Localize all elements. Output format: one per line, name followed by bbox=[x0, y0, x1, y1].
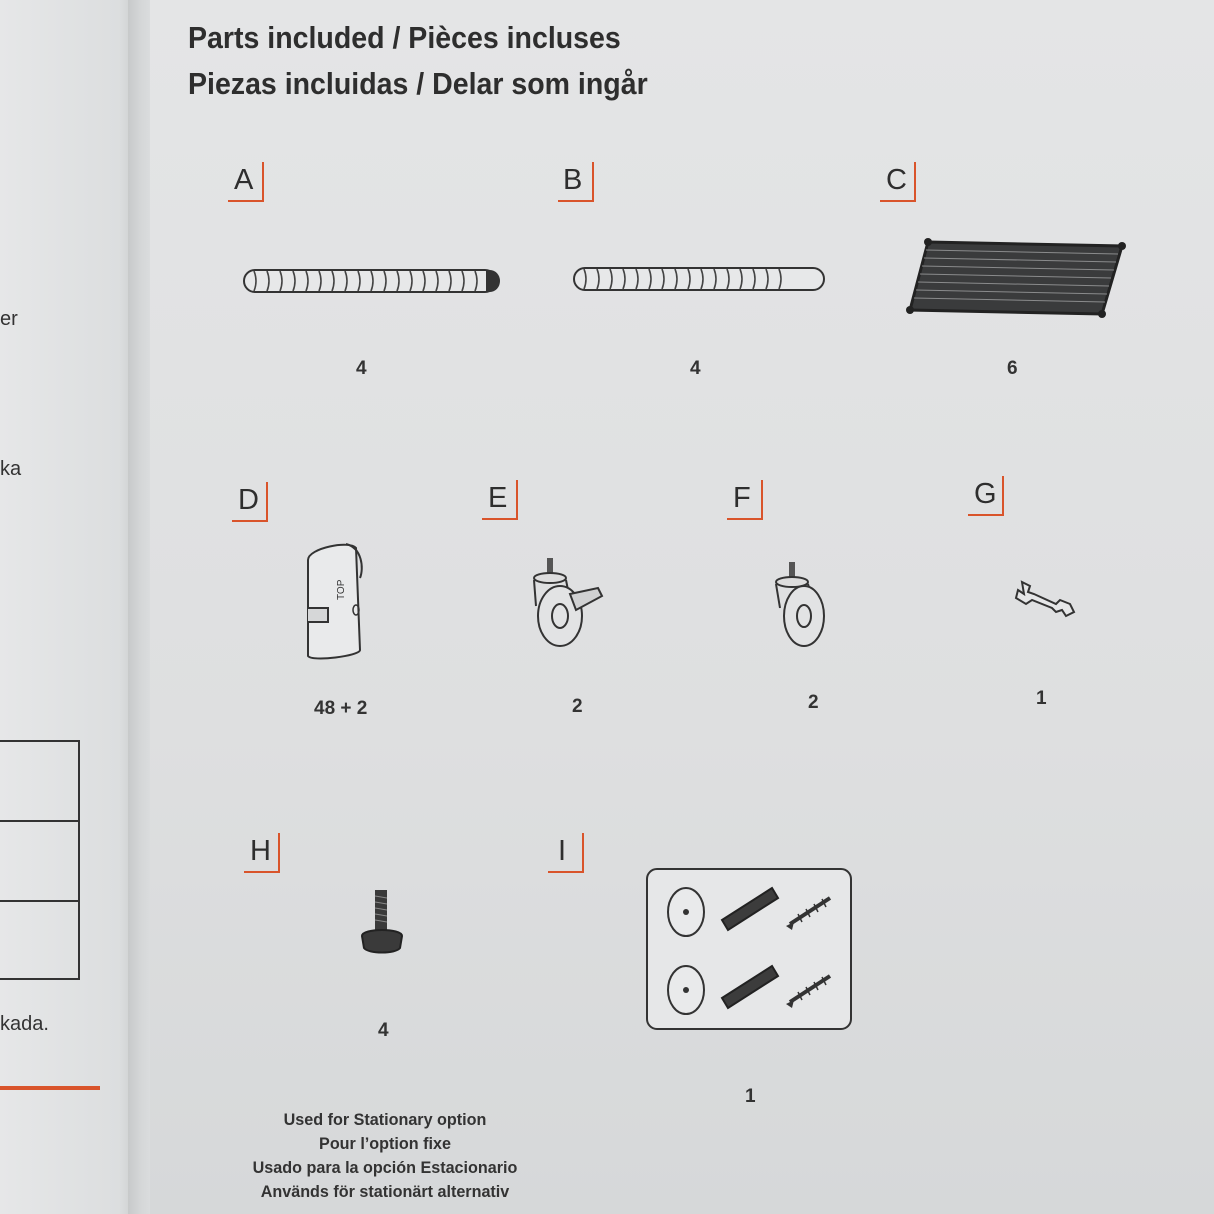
stationary-option-note: Used for Stationary option Pour l’option… bbox=[219, 1108, 552, 1204]
wire-shelf-icon bbox=[906, 238, 1126, 318]
part-bracket-e bbox=[482, 480, 518, 520]
part-label-h: H bbox=[250, 835, 271, 867]
part-qty-a: 4 bbox=[356, 358, 367, 379]
left-accent-rule bbox=[0, 1086, 100, 1090]
part-qty-e: 2 bbox=[572, 696, 583, 717]
left-table bbox=[0, 740, 80, 980]
sleeve-clip-icon: TOP bbox=[307, 543, 363, 660]
part-label-f: F bbox=[733, 482, 751, 514]
part-qty-g: 1 bbox=[1036, 688, 1047, 709]
part-label-c: C bbox=[886, 164, 907, 196]
left-fragment-3: kada. bbox=[0, 1013, 49, 1035]
note-line-fr: Pour l’option fixe bbox=[319, 1134, 451, 1153]
part-qty-c: 6 bbox=[1007, 358, 1018, 379]
part-bracket-d bbox=[232, 482, 268, 522]
part-label-i: I bbox=[558, 835, 567, 867]
wrench-icon bbox=[1014, 580, 1076, 618]
page-title-line2: Piezas incluidas / Delar som ingår bbox=[188, 66, 648, 101]
part-bracket-h bbox=[244, 833, 280, 873]
wall-mount-kit-icon bbox=[646, 868, 852, 1030]
leveling-foot-icon bbox=[360, 890, 404, 954]
part-bracket-a bbox=[228, 162, 264, 202]
part-bracket-c bbox=[880, 162, 916, 202]
left-fragment-2: ka bbox=[0, 458, 22, 480]
caster-icon bbox=[775, 562, 825, 647]
part-qty-h: 4 bbox=[378, 1020, 389, 1041]
page-title-line1: Parts included / Pièces incluses bbox=[188, 20, 621, 55]
clip-top-marking: TOP bbox=[336, 579, 347, 600]
note-line-es: Usado para la opción Estacionario bbox=[252, 1158, 518, 1177]
left-page: er ka kada. bbox=[0, 0, 140, 1214]
locking-caster-icon bbox=[533, 558, 604, 647]
part-qty-f: 2 bbox=[808, 692, 819, 713]
part-label-d: D bbox=[238, 484, 259, 516]
part-bracket-f bbox=[727, 480, 763, 520]
part-bracket-i bbox=[548, 833, 584, 873]
note-line-en: Used for Stationary option bbox=[283, 1110, 487, 1129]
part-label-b: B bbox=[563, 164, 583, 196]
part-qty-b: 4 bbox=[690, 358, 701, 379]
part-label-g: G bbox=[974, 478, 997, 510]
note-line-sv: Används för stationärt alternativ bbox=[260, 1182, 510, 1201]
part-label-e: E bbox=[488, 482, 508, 514]
pole-icon bbox=[243, 269, 500, 293]
pole-icon bbox=[573, 267, 825, 291]
part-bracket-g bbox=[968, 476, 1004, 516]
part-label-a: A bbox=[234, 164, 254, 196]
part-bracket-b bbox=[558, 162, 594, 202]
part-qty-d: 48 + 2 bbox=[314, 698, 368, 719]
left-fragment-1: er bbox=[0, 308, 18, 330]
part-qty-i: 1 bbox=[745, 1086, 756, 1107]
